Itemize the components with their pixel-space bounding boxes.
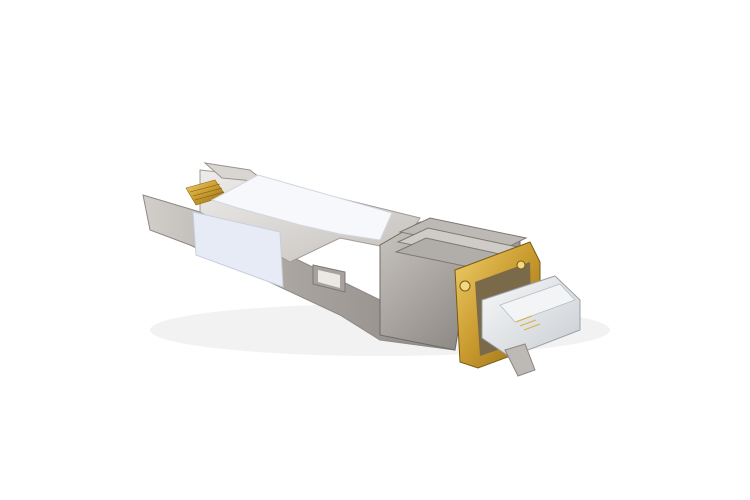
side-clip [312,264,346,293]
side-label [192,211,284,288]
rj45-connector [481,275,581,377]
top-label [210,174,393,241]
